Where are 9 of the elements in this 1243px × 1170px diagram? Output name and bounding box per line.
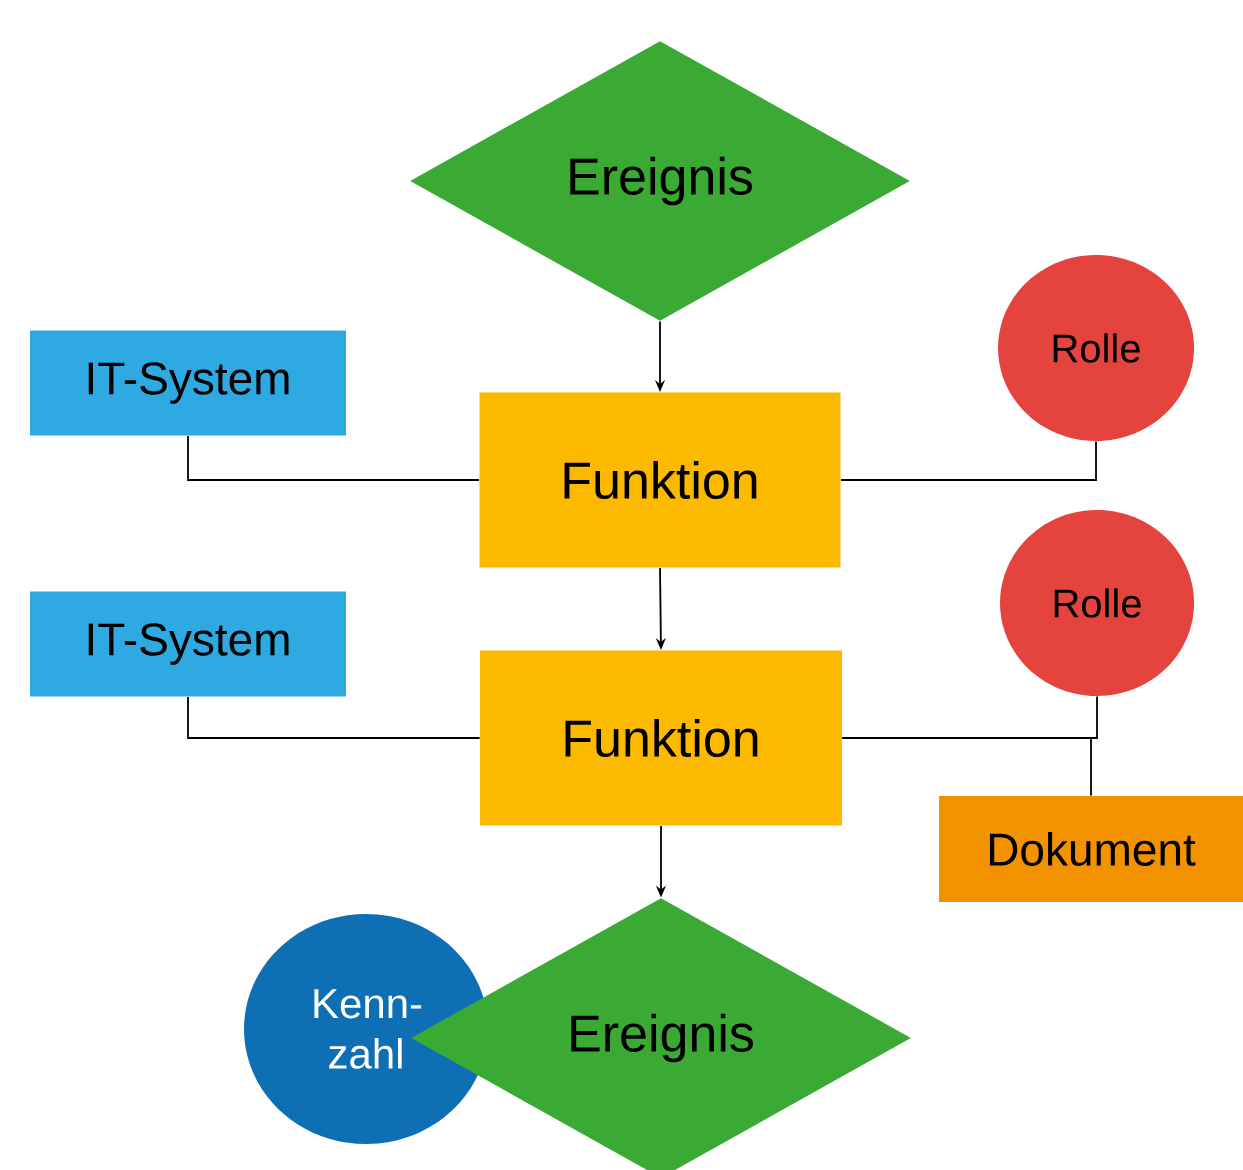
function-box: Funktion	[479, 392, 841, 568]
function-box: Funktion	[480, 650, 842, 826]
system-box: IT-System	[30, 330, 346, 436]
connector-line	[841, 737, 1092, 797]
system-box: IT-System	[30, 591, 346, 697]
connector-line	[187, 435, 480, 481]
connector-line	[840, 440, 1097, 481]
document-box: Dokument	[939, 796, 1243, 902]
connector-line	[187, 696, 481, 739]
